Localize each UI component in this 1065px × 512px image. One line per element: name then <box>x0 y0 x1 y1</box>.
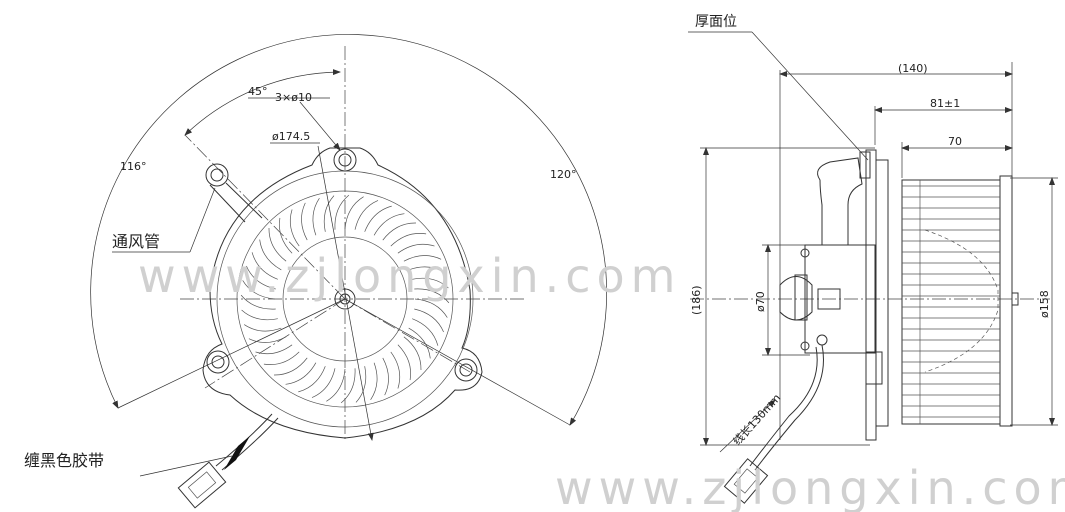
impeller-blade <box>244 324 282 332</box>
impeller-blade <box>408 266 446 274</box>
impeller-blade <box>408 327 431 359</box>
wheel-dia-label: ø158 <box>1038 290 1051 318</box>
impeller-blade <box>390 233 427 247</box>
impeller-blade <box>390 351 401 389</box>
impeller-blade <box>251 252 278 280</box>
impeller-blade <box>285 362 317 385</box>
impeller-blade <box>241 309 278 321</box>
watermark-center: www.zjlongxin.com <box>138 249 682 303</box>
height-label: (186) <box>690 285 703 315</box>
impeller-blade <box>397 344 411 381</box>
overall-length-label: (140) <box>898 62 928 75</box>
front-view: 45° 3×ø10 ø174.5 116° 120° 通风管 缠黑色胶带 <box>24 34 607 509</box>
impeller-blade <box>355 366 367 403</box>
air-tube-label: 通风管 <box>112 232 160 251</box>
impeller-blade <box>289 209 300 247</box>
impeller-blade <box>312 198 320 236</box>
impeller-blade <box>397 243 435 254</box>
angle-120-label: 120° <box>550 168 577 181</box>
impeller-blade <box>412 277 449 289</box>
tape-label: 缠黑色胶带 <box>24 451 104 470</box>
impeller-blade <box>279 217 293 254</box>
impeller-blades <box>240 194 450 404</box>
lead-wire <box>723 334 828 504</box>
impeller-blade <box>334 194 350 230</box>
impeller-blade <box>323 195 335 232</box>
impeller-blade <box>242 280 276 300</box>
impeller-blade <box>326 368 346 402</box>
wheel-fins <box>902 185 1000 418</box>
impeller-blade <box>403 255 442 262</box>
impeller-blade <box>301 202 308 241</box>
impeller-blade <box>370 362 378 400</box>
angle-116-label: 116° <box>120 160 147 173</box>
impeller-blade <box>373 213 405 236</box>
impeller-blade <box>382 357 389 396</box>
impeller-blade <box>255 344 293 355</box>
cable <box>177 413 279 509</box>
impeller-blade <box>403 336 422 371</box>
diameter-label: ø174.5 <box>272 130 310 143</box>
impeller-blade <box>273 357 308 376</box>
impeller-blade <box>340 368 356 404</box>
wheel-length-label: 70 <box>948 135 962 148</box>
side-view: 厚面位 (140) 81±1 70 (186) ø70 ø158 线长130mm <box>688 14 1058 504</box>
thick-side-label: 厚面位 <box>695 14 737 30</box>
impeller-blade <box>354 200 379 230</box>
mount-hole-right <box>454 358 478 382</box>
mount-hole-top <box>333 148 357 172</box>
impeller-blade <box>248 336 287 343</box>
impeller-blade <box>414 288 450 304</box>
impeller-blade <box>263 351 300 365</box>
body-length-label: 81±1 <box>930 97 960 110</box>
impeller-blade <box>364 205 392 232</box>
angle-45-label: 45° <box>248 85 268 98</box>
impeller-blade <box>344 196 364 230</box>
impeller-blade <box>414 308 444 333</box>
hub-dia-label: ø70 <box>754 291 767 312</box>
lead-length-label: 线长130mm <box>730 391 784 448</box>
impeller-blade <box>240 294 276 310</box>
impeller-blade <box>412 318 439 346</box>
impeller-blade <box>311 368 336 398</box>
mount-hole-left <box>206 350 230 374</box>
impeller-blade <box>298 366 326 393</box>
impeller-blade <box>268 227 287 262</box>
watermark-bottom: www.zjlongxin.com <box>555 461 1065 512</box>
impeller-blade <box>382 222 417 241</box>
holes-label: 3×ø10 <box>275 91 312 104</box>
impeller-blade <box>414 298 448 318</box>
impeller-blade <box>246 265 276 290</box>
air-tube <box>205 163 263 223</box>
impeller-blade <box>259 239 282 271</box>
